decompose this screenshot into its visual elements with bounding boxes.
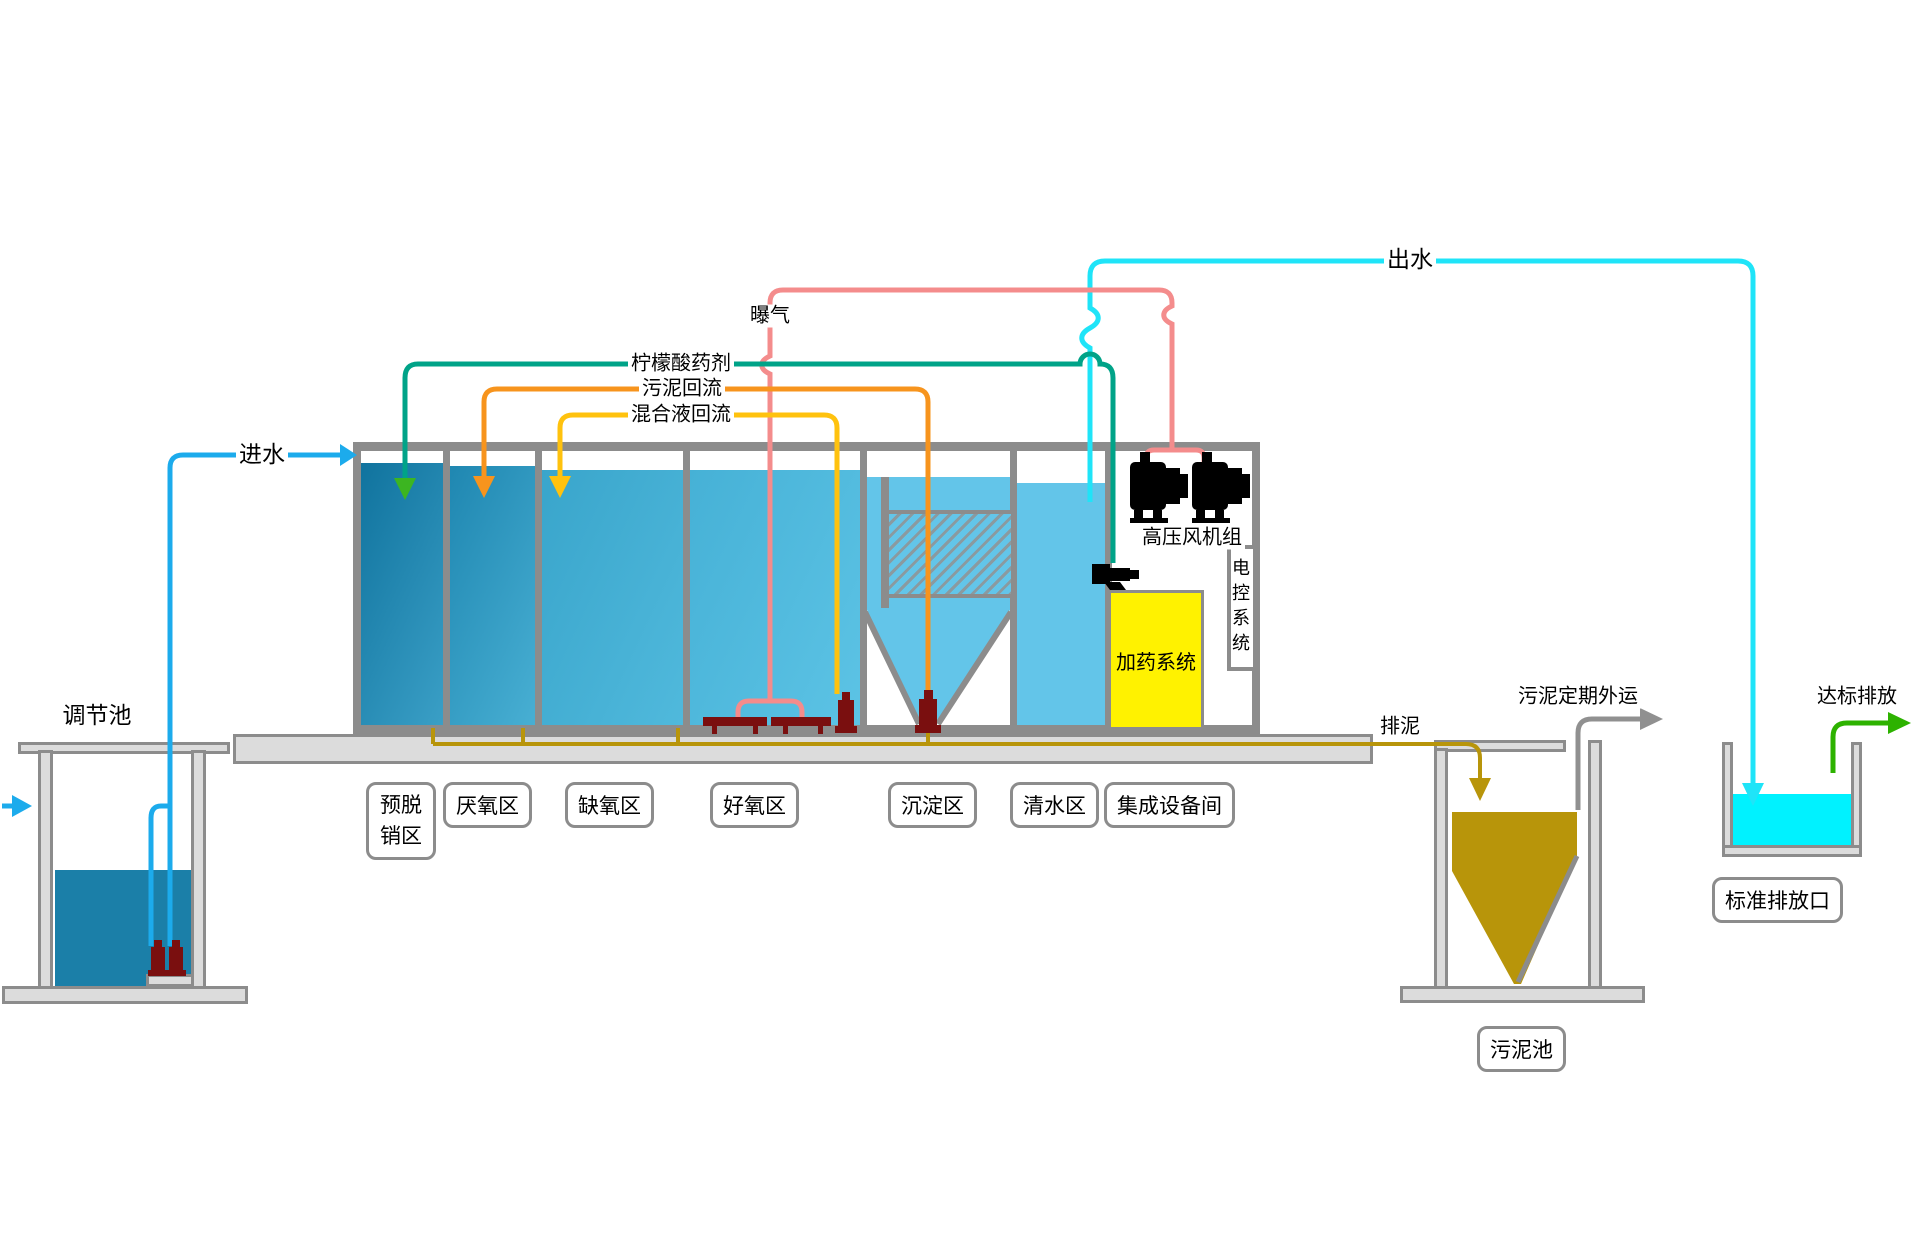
divider-4 [860,451,867,725]
regulation-tank-base [2,986,248,1004]
blower-group-label: 高压风机组 [1139,526,1245,550]
standard-outlet-label: 标准排放口 [1712,877,1843,923]
sludge-return-label: 污泥回流 [639,377,725,401]
diffuser-bar [703,717,767,726]
sludge-tank-base [1400,986,1645,1003]
pre-denitration-water [361,463,443,725]
zone-label-anoxic: 缺氧区 [565,782,654,828]
sludge-transport-pipe [1575,708,1663,810]
main-foundation [233,734,1373,764]
inflow-pipe [2,444,357,946]
diffuser-leg [818,726,823,734]
dosing-system-box: 加药系统 [1108,590,1204,730]
zone-label-clear-water: 清水区 [1010,782,1099,828]
clear-water-zone-water [1017,483,1105,725]
sludge-return-pump-icon [915,690,941,733]
diffuser-leg [712,726,717,734]
divider-3 [683,451,690,725]
aeration-label: 曝气 [747,304,793,328]
diffuser-leg [783,726,788,734]
citric-acid-label: 柠檬酸药剂 [628,352,734,376]
inflow-label: 进水 [236,440,288,468]
discharge-pipe [1830,712,1911,773]
submersible-pump-icon [148,940,168,976]
submersible-pump-icon [166,940,186,976]
outflow-label: 出水 [1384,245,1436,273]
outlet-bottom-wall [1722,845,1862,857]
dosing-pump-icon [1092,564,1139,590]
mixed-liquor-pump-icon [835,692,857,733]
divider-5 [1010,451,1017,725]
sludge-return-pipe [473,386,931,692]
anaerobic-water [450,466,535,725]
sludge-hopper-wall [1515,854,1580,984]
zone-label-pre-denitration: 预脱销区 [366,782,436,860]
divider-2 [535,451,542,725]
zone-label-sedimentation: 沉淀区 [888,782,977,828]
mixed-liquor-pipe [549,412,840,694]
outflow-pipe [1079,258,1764,806]
tube-settler-hatch [889,510,1011,598]
sludge-drain-pipe [431,728,1491,801]
main-tank-bottom-wall [353,725,1260,734]
main-tank-left-wall [353,442,361,732]
electrical-control-box: 电控系统 [1227,545,1257,671]
mixed-liquor-label: 混合液回流 [628,403,734,427]
blower-icon [1192,452,1250,523]
dosing-system-label: 加药系统 [1116,651,1196,674]
regulation-tank-rim [18,742,230,754]
divider-1 [443,451,450,725]
sludge-transport-label: 污泥定期外运 [1515,685,1641,709]
discharge-label: 达标排放 [1814,685,1900,709]
sludge-drain-label: 排泥 [1377,715,1423,739]
aerobic-water [690,470,860,725]
diffuser-leg [753,726,758,734]
diffuser-bar [771,717,831,726]
citric-acid-pipe [394,351,1116,563]
blower-icon [1130,452,1188,523]
zone-label-integrated-equipment: 集成设备间 [1104,782,1235,828]
sludge-hopper-fill [1452,812,1577,984]
main-tank-top-wall [353,442,1260,451]
sedimentation-funnel-walls [862,610,1014,726]
zone-label-aerobic: 好氧区 [710,782,799,828]
settler-baffle [881,477,889,608]
anoxic-water [542,470,683,725]
zone-label-anaerobic: 厌氧区 [443,782,532,828]
sludge-tank-label: 污泥池 [1477,1026,1566,1072]
regulation-tank-label: 调节池 [59,701,135,729]
